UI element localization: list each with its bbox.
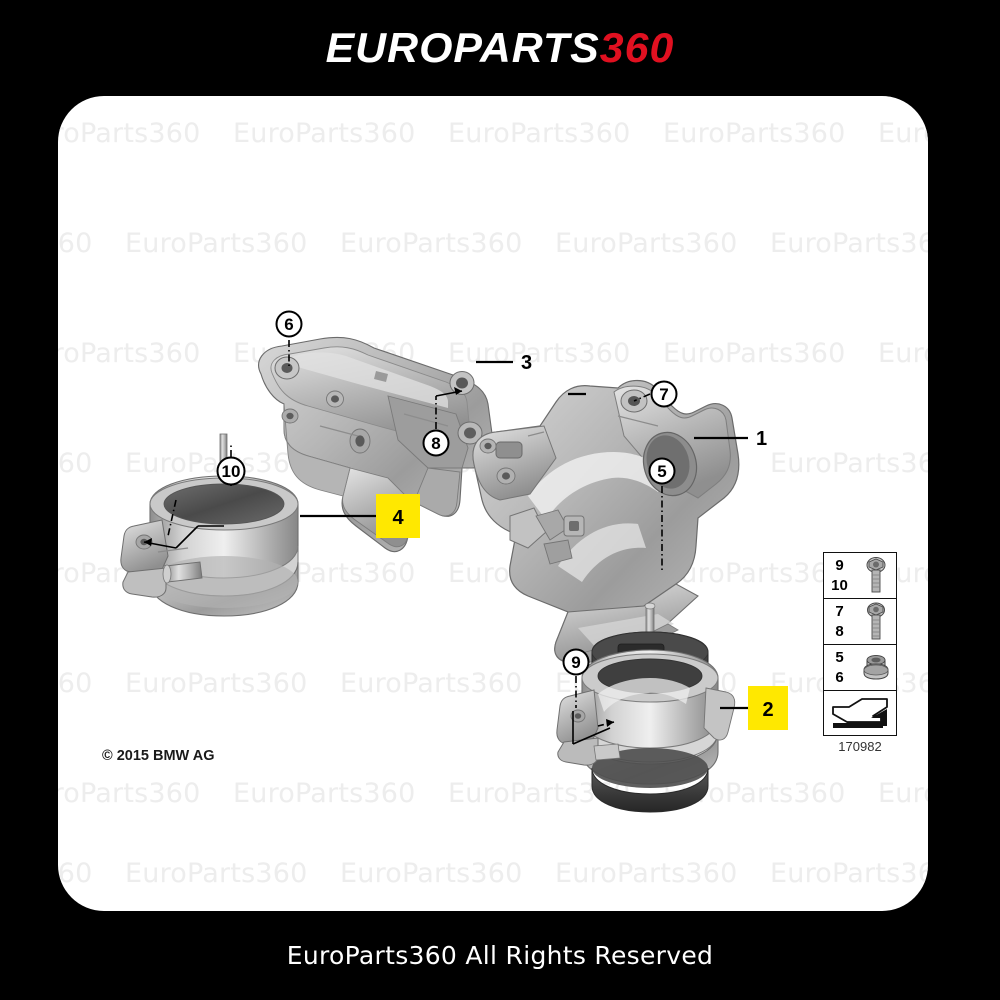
legend-numbers: 7 8	[824, 599, 855, 644]
bolt-icon	[855, 553, 896, 598]
part-bracket-1	[472, 379, 740, 663]
callout-label-3: 3	[521, 352, 532, 374]
diagram-panel: EuroParts360 EuroParts360 EuroParts360 E…	[58, 96, 928, 911]
highlight-box-2	[748, 686, 788, 730]
highlight-box-4	[376, 494, 420, 538]
europarts360-logo: EUROPARTS360	[326, 27, 675, 69]
parts-illustration: 6 3 8 10 4 7	[58, 96, 928, 911]
legend-frame: 9 10	[823, 552, 897, 736]
legend-numbers: 9 10	[824, 553, 855, 598]
header-logo-bar: EUROPARTS360	[0, 0, 1000, 96]
legend-diagram-code: 170982	[838, 739, 882, 754]
callout-5[interactable]: 5	[648, 457, 676, 485]
callout-label-4: 4	[392, 507, 404, 529]
callout-4-highlight[interactable]: 4	[376, 494, 420, 538]
callout-label-7: 7	[659, 385, 668, 404]
callout-7[interactable]: 7	[650, 380, 678, 408]
callout-label-1: 1	[756, 428, 767, 450]
part-engine-mount-2	[556, 602, 736, 813]
callout-6[interactable]: 6	[275, 310, 303, 338]
legend-number: 9	[835, 556, 844, 574]
callout-label-5: 5	[657, 462, 666, 481]
logo-text-europarts: EUROPARTS	[325, 24, 600, 71]
callout-10[interactable]: 10	[216, 456, 246, 486]
bmw-copyright: © 2015 BMW AG	[102, 748, 215, 764]
callout-label-2: 2	[762, 699, 773, 721]
part-engine-mount-4	[120, 433, 299, 617]
part-bracket-3	[258, 336, 494, 553]
legend-number: 5	[835, 648, 844, 666]
callout-leaders	[143, 340, 748, 745]
callout-2-highlight[interactable]: 2	[748, 686, 788, 730]
legend-row-9-10: 9 10	[824, 553, 896, 599]
legend-number: 6	[835, 669, 844, 687]
callout-9[interactable]: 9	[562, 648, 590, 676]
callout-8[interactable]: 8	[422, 429, 450, 457]
parts-legend: 9 10	[823, 552, 897, 754]
footer-bar: EuroParts360 All Rights Reserved	[0, 911, 1000, 1000]
callout-label-9: 9	[571, 653, 580, 672]
callout-label-6: 6	[284, 315, 293, 334]
legend-numbers: 5 6	[824, 645, 855, 690]
callout-3[interactable]: 3	[521, 352, 532, 374]
legend-number: 8	[835, 623, 844, 641]
logo-text-360: 360	[599, 24, 675, 71]
legend-row-5-6: 5 6	[824, 645, 896, 691]
callout-label-10: 10	[222, 462, 241, 481]
bolt-icon	[855, 599, 896, 644]
flange-nut-icon	[855, 645, 896, 690]
footer-copyright-text: EuroParts360 All Rights Reserved	[286, 941, 714, 970]
legend-row-7-8: 7 8	[824, 599, 896, 645]
callout-1[interactable]: 1	[756, 428, 767, 450]
legend-number: 10	[831, 577, 848, 595]
direction-arrow-icon	[824, 691, 896, 735]
callout-label-8: 8	[431, 434, 440, 453]
legend-number: 7	[835, 602, 844, 620]
